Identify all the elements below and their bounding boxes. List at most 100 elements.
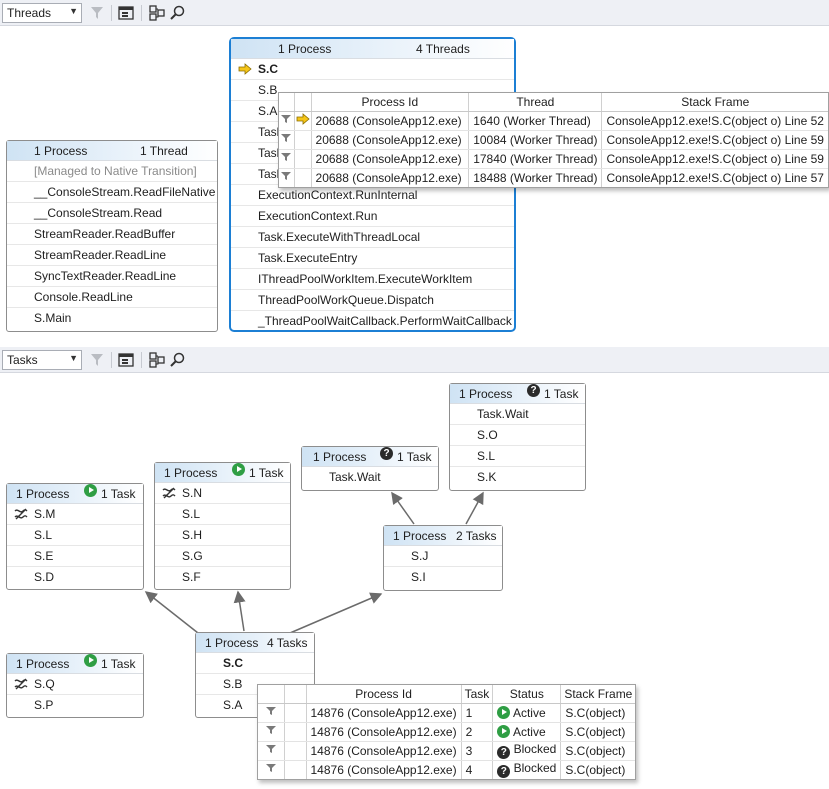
task-count: 1 Task [101,654,135,674]
table-row[interactable]: 20688 (ConsoleApp12.exe) 10084 (Worker T… [279,130,828,149]
flag-icon[interactable] [265,743,277,755]
table-row[interactable]: 14876 (ConsoleApp12.exe) 1 Active S.C(ob… [258,703,635,722]
stack-frame[interactable]: S.N [155,483,290,504]
flag-icon[interactable] [280,170,292,182]
tasks-view-select-value: Tasks [7,353,38,367]
arrow [466,493,483,524]
table-row[interactable]: 14876 (ConsoleApp12.exe) 4 ? Blocked S.C… [258,760,635,779]
column-header: Status [493,685,561,703]
blocked-status-icon: ? [497,746,510,759]
stack-frame[interactable]: Task.ExecuteWithThreadLocal [231,227,514,248]
toolbar-divider [141,352,142,368]
tasks-graph: 1 Process 1 Task S.M S.L S.E S.D 1 Proce… [0,373,829,789]
flag-icon[interactable] [265,762,277,774]
filter-icon[interactable] [88,351,106,369]
flag-icon[interactable] [265,705,277,717]
process-count: 1 Process [16,654,69,674]
stack-frame[interactable]: [Managed to Native Transition] [7,161,217,182]
process-count: 1 Process [313,447,366,467]
awaiting-icon [14,508,28,520]
flag-icon[interactable] [280,113,292,125]
process-count: 1 Process [16,484,69,504]
stack-frame[interactable]: S.O [450,425,585,446]
stack-frame[interactable]: S.M [7,504,143,525]
tasks-view-select[interactable]: Tasks ▼ [2,350,82,370]
task-node-sq[interactable]: 1 Process 1 Task S.Q S.P [6,653,144,718]
table-row[interactable]: 20688 (ConsoleApp12.exe) 17840 (Worker T… [279,149,828,168]
stack-frame[interactable]: Console.ReadLine [7,287,217,308]
stack-frame[interactable]: __ConsoleStream.Read [7,203,217,224]
awaiting-icon [14,678,28,690]
search-thread-icon[interactable] [169,4,187,22]
table-row[interactable]: 14876 (ConsoleApp12.exe) 3 ? Blocked S.C… [258,741,635,760]
stack-frame[interactable]: StreamReader.ReadLine [7,245,217,266]
process-count: 1 Process [205,633,258,653]
stack-frame[interactable]: S.G [155,546,290,567]
stack-frame[interactable]: S.L [450,446,585,467]
task-node-sm[interactable]: 1 Process 1 Task S.M S.L S.E S.D [6,483,144,590]
stack-frame[interactable]: Task.Wait [302,467,438,488]
stack-frame[interactable]: Task.Wait [450,404,585,425]
stack-frame[interactable]: ThreadPoolWorkQueue.Dispatch [231,290,514,311]
stack-frame[interactable]: S.E [7,546,143,567]
stack-frame[interactable]: __ConsoleStream.ReadFileNative [7,182,217,203]
stack-frame[interactable]: S.P [7,695,143,716]
toggle-zoom-icon[interactable] [148,351,166,369]
node-header: 1 Process 1 Thread [7,141,217,161]
arrow [392,493,414,524]
threads-graph: 1 Process 4 Threads S.C S.B S.A Task Tas… [0,26,829,346]
stack-frame[interactable]: SyncTextReader.ReadLine [7,266,217,287]
node-header: 1 Process ? 1 Task [450,384,585,404]
flag-icon[interactable] [280,151,292,163]
stack-frame[interactable]: _ThreadPoolWaitCallback.PerformWaitCallb… [231,311,514,332]
tasks-toolbar: Tasks ▼ [0,347,829,373]
chevron-down-icon: ▼ [69,353,78,363]
stack-frame[interactable]: IThreadPoolWorkItem.ExecuteWorkItem [231,269,514,290]
search-thread-icon[interactable] [169,351,187,369]
filter-icon[interactable] [88,4,106,22]
flag-icon[interactable] [280,132,292,144]
node-header: 1 Process 2 Tasks [384,526,502,546]
awaiting-icon [162,487,176,499]
stack-frame[interactable]: ExecutionContext.RunInternal [231,185,514,206]
stack-frame[interactable]: ExecutionContext.Run [231,206,514,227]
thread-count: 1 Thread [140,141,188,161]
task-node-sn[interactable]: 1 Process 1 Task S.N S.L S.H S.G S.F [154,462,291,590]
threads-tooltip: Process Id Thread Stack Frame 20688 (Con… [278,92,829,188]
toggle-zoom-icon[interactable] [148,4,166,22]
column-header: Stack Frame [602,93,828,111]
stack-frame-current[interactable]: S.C [231,59,514,80]
stack-frame[interactable]: S.F [155,567,290,588]
task-count: 1 Task [397,447,431,467]
stack-frame-icon[interactable] [117,351,135,369]
stack-frame[interactable]: S.I [384,567,502,588]
flag-icon[interactable] [265,724,277,736]
arrow [238,592,244,631]
stack-frame[interactable]: S.H [155,525,290,546]
process-count: 1 Process [278,39,331,59]
task-node-wait[interactable]: 1 Process ? 1 Task Task.Wait [301,446,439,491]
task-node-wait-so[interactable]: 1 Process ? 1 Task Task.Wait S.O S.L S.K [449,383,586,491]
stack-frame[interactable]: StreamReader.ReadBuffer [7,224,217,245]
stack-frame[interactable]: S.Q [7,674,143,695]
stack-frame[interactable]: S.K [450,467,585,488]
task-count: 2 Tasks [456,526,496,546]
column-header: Thread [469,93,602,111]
stack-frame[interactable]: Task.ExecuteEntry [231,248,514,269]
task-node-sj[interactable]: 1 Process 2 Tasks S.J S.I [383,525,503,591]
stack-frame-icon[interactable] [117,4,135,22]
stack-frame-current[interactable]: S.C [196,653,314,674]
task-count: 4 Tasks [267,633,307,653]
table-row[interactable]: 20688 (ConsoleApp12.exe) 18488 (Worker T… [279,168,828,187]
current-thread-arrow-icon [296,113,310,125]
node-header: 1 Process ? 1 Task [302,447,438,467]
threads-view-select[interactable]: Threads ▼ [2,3,82,23]
stack-frame[interactable]: S.J [384,546,502,567]
stack-frame[interactable]: S.D [7,567,143,588]
table-row[interactable]: 14876 (ConsoleApp12.exe) 2 Active S.C(ob… [258,722,635,741]
table-row[interactable]: 20688 (ConsoleApp12.exe) 1640 (Worker Th… [279,111,828,130]
stack-frame[interactable]: S.L [155,504,290,525]
stack-frame[interactable]: S.L [7,525,143,546]
thread-node-console[interactable]: 1 Process 1 Thread [Managed to Native Tr… [6,140,218,332]
stack-frame[interactable]: S.Main [7,308,217,329]
